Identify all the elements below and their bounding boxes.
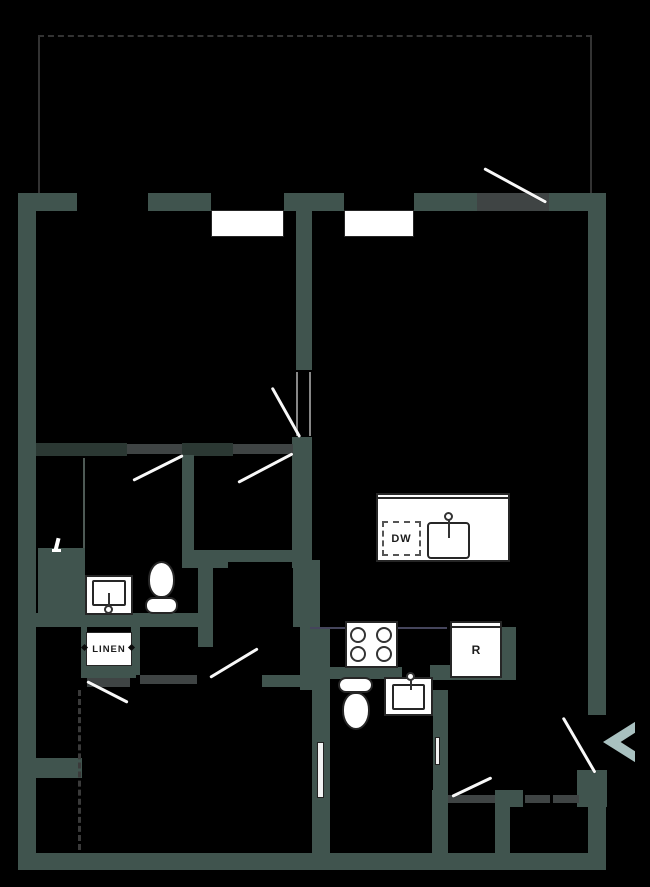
bedroom2-closet-dash-line [78, 690, 81, 850]
stove-burner-4 [376, 646, 392, 662]
island-counter-line [378, 497, 508, 499]
wall-linen-right [131, 627, 140, 675]
closet-b-threshold-2 [553, 795, 579, 803]
closet1-door-threshold [233, 444, 293, 454]
wall-bedroom1-corner [292, 437, 312, 458]
refrigerator-label: R [450, 621, 502, 678]
wall-wd-bottom [262, 675, 310, 687]
wall-closets-left [432, 790, 448, 853]
linen-closet-label: LINEN [86, 632, 132, 666]
bath1-faucet-icon [104, 605, 113, 614]
bath2-jamb-mark [435, 737, 440, 765]
wall-kitchen-bottom [325, 667, 402, 679]
wall-top-4 [414, 193, 477, 211]
bath1-toilet-tank [145, 597, 178, 614]
wall-left [18, 211, 36, 870]
wall-closet1-bottom-b [228, 550, 312, 562]
balcony-door-threshold [477, 193, 549, 211]
bathroom1-door-threshold [127, 444, 182, 454]
bath2-pocket-door [317, 742, 324, 798]
wall-right-mass-2 [293, 560, 320, 627]
wall-top-5 [549, 193, 606, 211]
bathroom1-door-leaf [132, 454, 184, 482]
bath1-toilet-bowl [148, 561, 175, 598]
wall-shower-mass [38, 548, 85, 622]
wd-closet-door-leaf [209, 647, 259, 679]
stove-burner-2 [376, 627, 392, 643]
bath2-toilet-bowl [342, 692, 370, 730]
bedroom1-door-jamb-left [296, 372, 298, 436]
bath1-faucet-stem [108, 593, 110, 609]
wall-bedroom2-bath2 [312, 627, 330, 853]
wall-bedroom1-bottom-1 [36, 443, 127, 456]
wall-top-3 [284, 193, 344, 211]
window-living [344, 210, 414, 237]
refrigerator-door-line [452, 626, 500, 628]
island-sink [427, 522, 470, 559]
wall-bath2-right [433, 690, 448, 807]
bath2-sink-basin [392, 684, 425, 710]
wall-under-bath1 [36, 613, 198, 627]
entry-door-leaf [561, 716, 597, 774]
wall-closets-mid-top [495, 790, 523, 807]
wall-linen-bottom [81, 664, 136, 678]
closet-b-threshold-1 [525, 795, 550, 803]
wall-hall-vert [198, 568, 213, 647]
stove-burner-3 [350, 646, 366, 662]
shower-head-base [52, 549, 61, 552]
closet-a-threshold [448, 795, 495, 803]
bedroom2-door-threshold [87, 678, 130, 687]
wall-right-upper [588, 211, 606, 715]
dishwasher-label: DW [382, 521, 421, 556]
hall-opening-threshold [140, 675, 197, 684]
wall-top-1 [18, 193, 77, 211]
shower-glass-line [83, 458, 85, 573]
wall-entry-corner [577, 770, 607, 807]
wall-right-mass-1 [292, 455, 312, 568]
entry-arrow-icon [603, 721, 635, 763]
bath2-toilet-tank [338, 677, 373, 693]
stove-burner-1 [350, 627, 366, 643]
wall-bedroom2-stub [36, 758, 82, 778]
window-bedroom1 [211, 210, 284, 237]
wall-bath1-closet [182, 455, 194, 568]
balcony-outline [38, 35, 592, 193]
wall-top-2 [148, 193, 211, 211]
wall-closet1-bottom-a [186, 550, 228, 568]
wall-closets-divider [495, 807, 510, 853]
wall-bedroom1-bottom-2 [182, 443, 233, 456]
bedroom1-door-jamb-right [309, 372, 311, 436]
island-faucet-stem [448, 519, 450, 538]
bath2-faucet-stem [410, 680, 412, 690]
wall-bottom [36, 853, 606, 870]
wall-bedroom1-living [296, 211, 312, 370]
closet1-door-leaf [237, 452, 294, 484]
